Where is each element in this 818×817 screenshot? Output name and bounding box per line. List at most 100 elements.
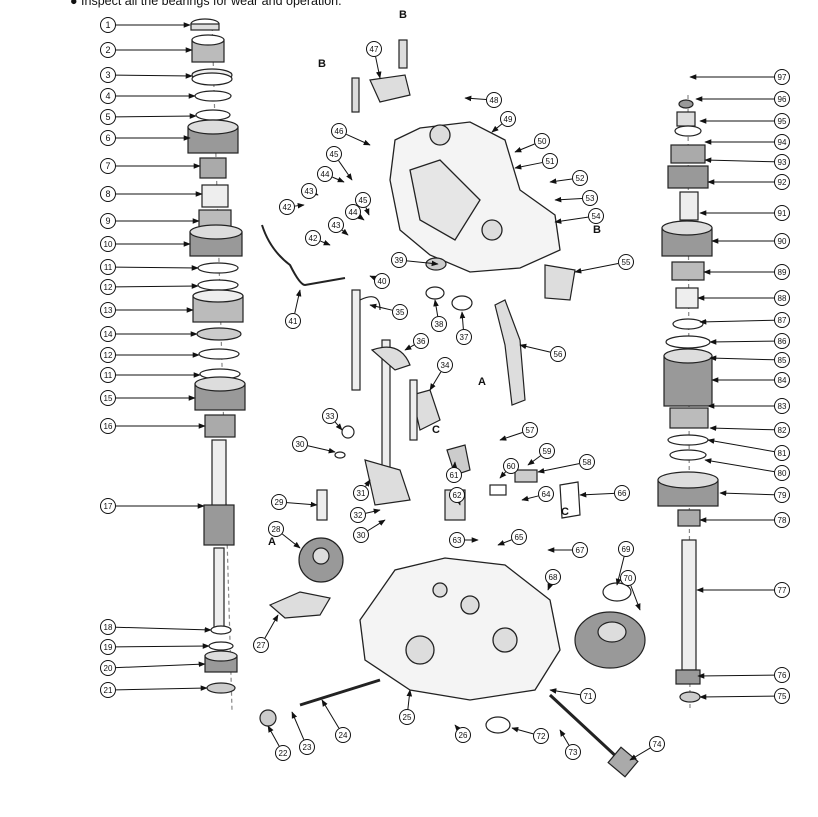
callout-52: 52	[573, 171, 588, 186]
callout-number: 75	[778, 692, 787, 701]
leader-line	[459, 503, 460, 505]
callout-number: 45	[359, 196, 368, 205]
callout-number: 32	[354, 511, 363, 520]
callout-95: 95	[775, 114, 790, 129]
leader-line	[308, 446, 335, 452]
leader-line	[116, 664, 205, 668]
callout-number: 92	[778, 178, 787, 187]
callout-number: 70	[624, 574, 633, 583]
callout-61: 61	[447, 468, 462, 483]
callout-56: 56	[551, 347, 566, 362]
leader-line	[370, 276, 375, 278]
clutch-housing	[360, 558, 560, 700]
callout-96: 96	[775, 92, 790, 107]
callout-15: 15	[101, 391, 116, 406]
callout-46: 46	[332, 124, 347, 139]
leader-line	[560, 730, 569, 745]
callout-11: 11	[101, 260, 116, 275]
callout-54: 54	[589, 209, 604, 224]
callout-48: 48	[487, 93, 502, 108]
callout-88: 88	[775, 291, 790, 306]
callout-69: 69	[619, 542, 634, 557]
callout-43: 43	[329, 218, 344, 233]
leader-line	[500, 472, 506, 478]
callout-89: 89	[775, 265, 790, 280]
callout-58: 58	[580, 455, 595, 470]
mainshaft-assembly	[188, 19, 245, 710]
callout-number: 42	[283, 203, 292, 212]
callout-number: 77	[778, 586, 787, 595]
callout-number: 80	[778, 469, 787, 478]
callout-number: 20	[104, 664, 113, 673]
leader-line	[548, 584, 550, 590]
leader-line	[116, 646, 209, 647]
callout-number: 14	[104, 330, 113, 339]
callout-number: 4	[105, 91, 110, 101]
callout-number: 15	[104, 394, 113, 403]
callout-4: 4	[101, 89, 116, 104]
callout-number: 84	[778, 376, 787, 385]
callout-number: 17	[104, 502, 113, 511]
callout-29: 29	[272, 495, 287, 510]
callout-86: 86	[775, 334, 790, 349]
leader-line	[370, 305, 392, 310]
callout-number: 28	[272, 525, 281, 534]
callout-20: 20	[101, 661, 116, 676]
callout-79: 79	[775, 488, 790, 503]
callout-49: 49	[501, 112, 516, 127]
callout-37: 37	[457, 330, 472, 345]
callout-2: 2	[101, 43, 116, 58]
callout-number: 1	[105, 20, 110, 30]
callout-number: 52	[576, 174, 585, 183]
callout-14: 14	[101, 327, 116, 342]
callout-number: 6	[105, 133, 110, 143]
callout-number: 43	[332, 221, 341, 230]
leader-line	[708, 440, 774, 452]
callout-number: 35	[396, 308, 405, 317]
callout-60: 60	[504, 459, 519, 474]
callout-number: 33	[326, 412, 335, 421]
callout-number: 83	[778, 402, 787, 411]
callout-number: 5	[105, 112, 110, 122]
leader-line	[435, 300, 438, 316]
callout-45: 45	[356, 193, 371, 208]
callout-5: 5	[101, 110, 116, 125]
callout-number: 44	[349, 208, 358, 217]
callout-93: 93	[775, 155, 790, 170]
callout-91: 91	[775, 206, 790, 221]
callout-35: 35	[393, 305, 408, 320]
leader-line	[320, 241, 330, 245]
countershaft-assembly	[658, 95, 718, 710]
leader-line	[710, 358, 774, 360]
leader-line	[116, 286, 198, 287]
callout-38: 38	[432, 317, 447, 332]
callout-number: 9	[105, 216, 110, 226]
callout-number: 89	[778, 268, 787, 277]
callout-number: 53	[586, 194, 595, 203]
leader-line	[705, 160, 774, 162]
callout-number: 66	[618, 489, 627, 498]
callout-number: 93	[778, 158, 787, 167]
callout-66: 66	[615, 486, 630, 501]
callout-number: 96	[778, 95, 787, 104]
callout-number: 27	[257, 641, 266, 650]
callout-number: 97	[778, 73, 787, 82]
leader-line	[522, 496, 538, 500]
callout-92: 92	[775, 175, 790, 190]
callout-84: 84	[775, 373, 790, 388]
leader-line	[528, 456, 541, 465]
callout-number: 44	[321, 170, 330, 179]
callout-number: 56	[554, 350, 563, 359]
callout-1: 1	[101, 18, 116, 33]
callout-number: 95	[778, 117, 787, 126]
callout-number: 85	[778, 356, 787, 365]
reference-letter-b: B	[593, 224, 601, 236]
leader-line	[287, 503, 317, 505]
callout-51: 51	[543, 154, 558, 169]
callout-number: 58	[583, 458, 592, 467]
leader-line	[462, 312, 463, 329]
callout-73: 73	[566, 745, 581, 760]
callout-number: 91	[778, 209, 787, 218]
callout-number: 82	[778, 426, 787, 435]
callout-number: 62	[453, 491, 462, 500]
